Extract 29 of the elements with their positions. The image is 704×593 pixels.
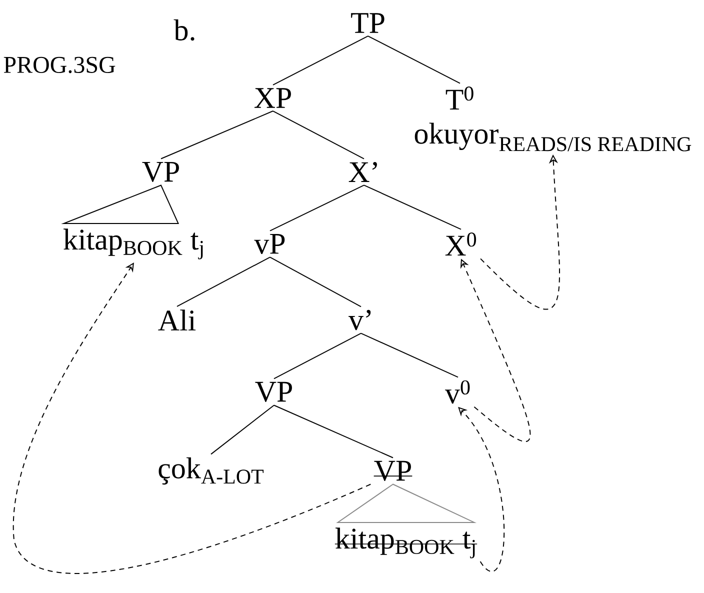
tree-label: v’: [348, 310, 371, 330]
tree-label: çok$_{A-LOT}$: [158, 457, 264, 485]
tree-branch: [272, 36, 368, 86]
tree-branch: [364, 184, 462, 230]
tree-branch: [176, 256, 270, 307]
tree-label: kitap$_{BOOK}$ t$_{j}$: [64, 228, 203, 260]
tree-branch: [368, 36, 460, 84]
tree-branch: [360, 332, 458, 378]
tree-label: TP: [351, 13, 384, 33]
tree-branch: [274, 404, 394, 458]
tree-branch: [160, 110, 274, 160]
tree-label: XP: [254, 88, 291, 108]
tree-label: VP: [142, 162, 179, 182]
tree-branch: [272, 110, 364, 160]
tree-label: v$^{0}$: [445, 380, 470, 404]
tree-label: VP: [255, 382, 292, 402]
tree-branch: [210, 404, 274, 455]
label: b.: [174, 19, 194, 41]
tree-branch: [274, 332, 362, 380]
tree-label: $\text{okuyor}_{\text{READS/IS READING}}$: [414, 122, 692, 152]
tree-branch: [270, 184, 364, 232]
tree-branch: [270, 256, 362, 308]
tree-label: T$^{0}$: [446, 86, 474, 110]
tree-label: Ali: [158, 310, 196, 330]
tree-label: X’: [348, 162, 377, 182]
tree-label: vP: [254, 234, 285, 254]
movement-arrow: [13, 262, 372, 574]
tree-label: X$^{0}$: [445, 232, 476, 256]
label: PROG.3SG: [4, 56, 116, 74]
